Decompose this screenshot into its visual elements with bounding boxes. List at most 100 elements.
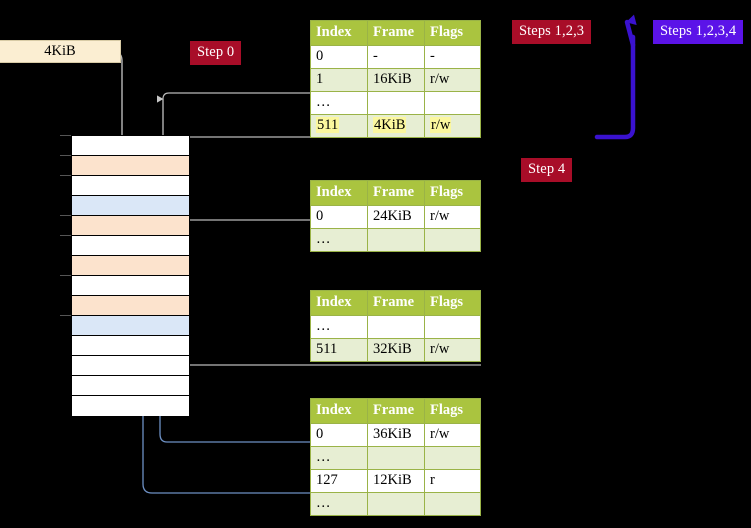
table-row: … — [310, 492, 481, 516]
memory-frame-row — [72, 256, 189, 276]
table-header-index: Index — [310, 290, 368, 316]
table-cell: 24KiB — [367, 205, 425, 229]
physical-memory-column — [71, 135, 190, 416]
table-cell: 0 — [310, 45, 368, 69]
table-header-flags: Flags — [424, 290, 481, 316]
table-cell: 511 — [310, 338, 368, 362]
memory-frame-row — [72, 336, 189, 356]
table-cell: 32KiB — [367, 338, 425, 362]
table-header-flags: Flags — [424, 180, 481, 206]
table-row: 0-- — [310, 45, 481, 69]
highlighted-value: r/w — [430, 117, 452, 133]
table-cell: - — [367, 45, 425, 69]
table-cell: … — [310, 315, 368, 339]
badge-steps-1-2-3: Steps 1,2,3 — [512, 20, 592, 44]
table-cell — [424, 446, 481, 470]
memory-tick-mark — [60, 315, 71, 316]
table-cell — [424, 91, 481, 115]
memory-tick-mark — [60, 235, 71, 236]
highlighted-value: 4KiB — [373, 117, 407, 133]
table-cell: … — [310, 91, 368, 115]
table-header-index: Index — [310, 20, 368, 46]
table-cell: r — [424, 469, 481, 493]
table-cell: r/w — [424, 205, 481, 229]
memory-frame-row — [72, 376, 189, 396]
table-header-frame: Frame — [367, 290, 425, 316]
memory-frame-row — [72, 396, 189, 416]
table-cell — [367, 91, 425, 115]
memory-frame-row — [72, 296, 189, 316]
memory-frame-row — [72, 356, 189, 376]
wire-step0 — [116, 51, 128, 150]
table-header-frame: Frame — [367, 180, 425, 206]
table-cell — [424, 492, 481, 516]
memory-frame-row — [72, 316, 189, 336]
memory-frame-row — [72, 136, 189, 156]
memory-frame-row — [72, 236, 189, 256]
memory-tick-mark — [60, 175, 71, 176]
table-cell — [367, 228, 425, 252]
wire-steps-bracket — [594, 14, 637, 140]
highlighted-value: 511 — [316, 117, 340, 133]
table-cell — [367, 446, 425, 470]
table-cell: 0 — [310, 423, 368, 447]
table-cell — [367, 492, 425, 516]
table-cell: r/w — [424, 423, 481, 447]
ellipsis: … — [316, 318, 332, 334]
table-header-frame: Frame — [367, 20, 425, 46]
table-cell: r/w — [424, 114, 481, 138]
table-cell: 511 — [310, 114, 368, 138]
memory-tick-mark — [60, 275, 71, 276]
table-header-frame: Frame — [367, 398, 425, 424]
table-cell: 127 — [310, 469, 368, 493]
memory-frame-row — [72, 156, 189, 176]
ellipsis: … — [316, 231, 332, 247]
table-cell: … — [310, 446, 368, 470]
table-cell — [367, 315, 425, 339]
table-cell: 0 — [310, 205, 368, 229]
ellipsis: … — [316, 94, 332, 110]
memory-tick-mark — [60, 155, 71, 156]
frame-size-box: 4KiB — [0, 40, 121, 63]
table-header-index: Index — [310, 180, 368, 206]
table-row: … — [310, 446, 481, 470]
table-header-flags: Flags — [424, 398, 481, 424]
table-cell — [424, 228, 481, 252]
table-cell: 1 — [310, 68, 368, 92]
ellipsis: … — [316, 495, 332, 511]
memory-frame-row — [72, 176, 189, 196]
table-header-flags: Flags — [424, 20, 481, 46]
table-cell: r/w — [424, 68, 481, 92]
table-cell: 4KiB — [367, 114, 425, 138]
table-row: … — [310, 315, 481, 339]
table-cell: - — [424, 45, 481, 69]
badge-steps-1-2-3-4: Steps 1,2,3,4 — [653, 20, 744, 44]
wire-pml4-entry — [162, 136, 481, 147]
table-header-index: Index — [310, 398, 368, 424]
badge-step-4: Step 4 — [521, 158, 573, 182]
memory-tick-mark — [60, 215, 71, 216]
memory-frame-row — [72, 196, 189, 216]
table-row: 511 4KiB r/w — [310, 114, 481, 138]
ellipsis: … — [316, 449, 332, 465]
table-row: … — [310, 91, 481, 115]
table-cell: 16KiB — [367, 68, 425, 92]
table-cell — [424, 315, 481, 339]
memory-frame-row — [72, 216, 189, 236]
frame-size-label: 4KiB — [44, 43, 76, 59]
table-row: … — [310, 228, 481, 252]
table-cell: 12KiB — [367, 469, 425, 493]
memory-tick-mark — [60, 135, 71, 136]
table-cell: r/w — [424, 338, 481, 362]
table-cell: … — [310, 228, 368, 252]
